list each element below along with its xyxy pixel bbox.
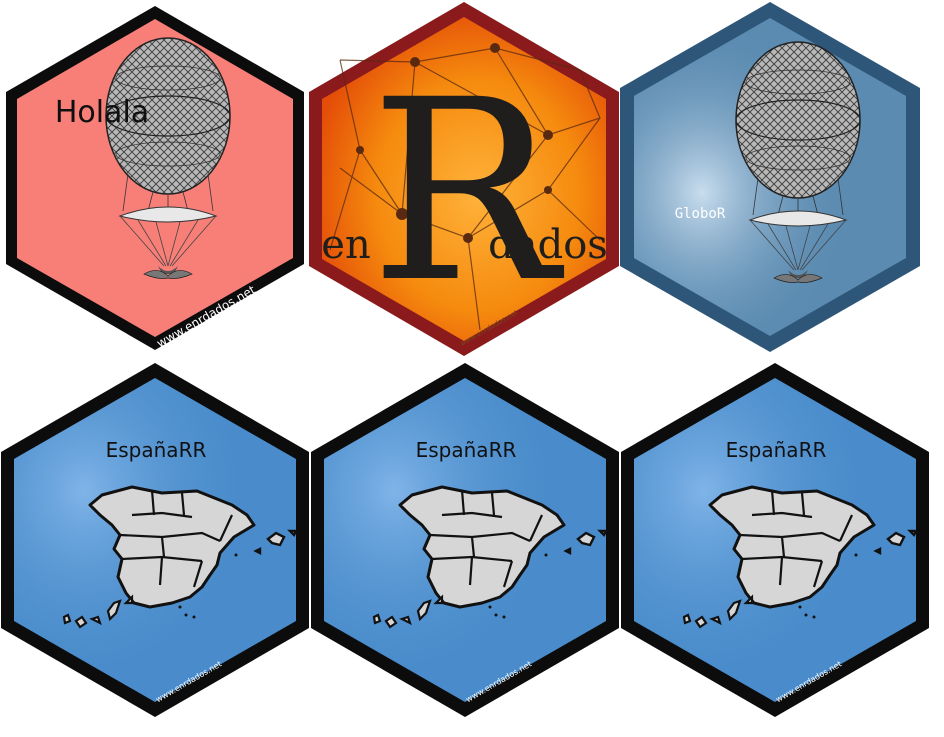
network-nodes [356, 43, 553, 243]
sticker-holala[interactable]: Holala www.enrdados.net [6, 6, 304, 350]
sticker-title: EspañaRR [106, 438, 207, 462]
logo-prefix: en [321, 222, 370, 268]
hex-fill [322, 17, 606, 341]
logo-big-r: R [370, 46, 565, 337]
sticker-title: EspañaRR [726, 438, 827, 462]
sticker-title: EspañaRR [416, 438, 517, 462]
sticker-espanarr-3[interactable]: EspañaRR www.enrdados.net [621, 363, 929, 717]
sticker-title: GloboR [675, 206, 726, 222]
sticker-enrdados[interactable]: R en dados www.enrdados.net [309, 2, 619, 356]
sticker-title: Holala [55, 95, 149, 130]
logo-suffix: dados [488, 222, 608, 268]
sticker-globor[interactable]: GloboR [620, 2, 920, 352]
sticker-espanarr-2[interactable]: EspañaRR www.enrdados.net [311, 363, 619, 717]
sticker-espanarr-1[interactable]: EspañaRR www.enrdados.net [1, 363, 309, 717]
